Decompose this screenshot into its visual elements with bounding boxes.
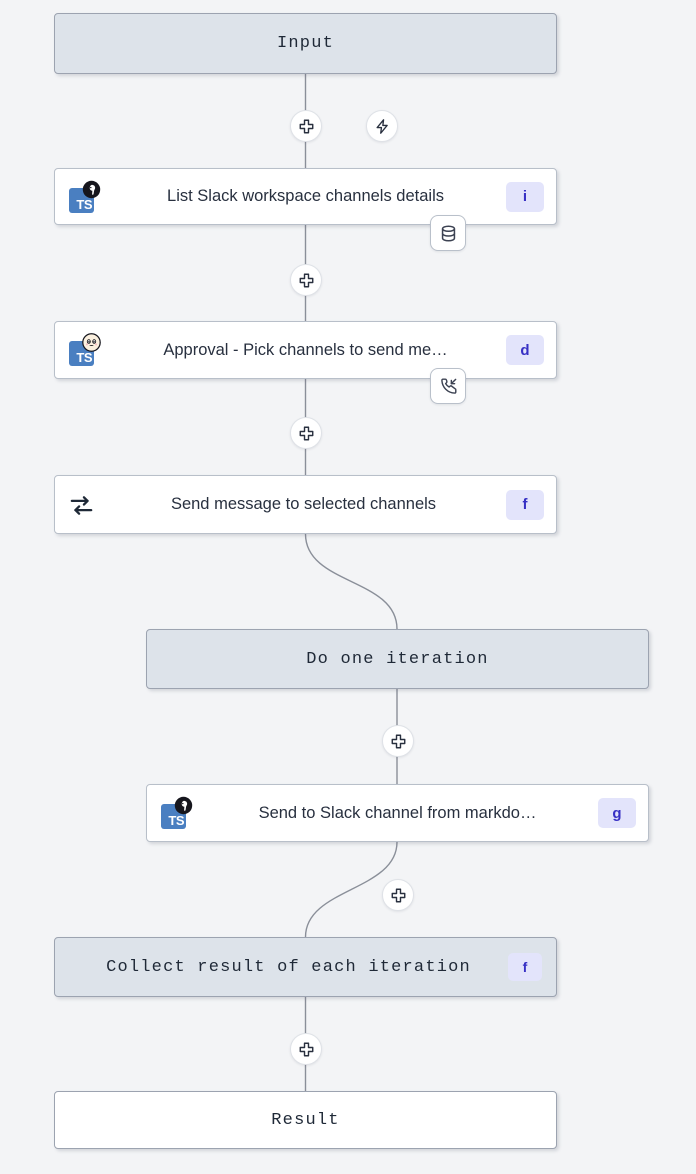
node-send-to-slack-markdown-id[interactable]: g — [598, 798, 637, 828]
plus-icon — [391, 888, 405, 902]
zap-icon — [376, 118, 388, 134]
node-list-slack-channels-label: List Slack workspace channels details — [167, 187, 444, 205]
node-collect-result[interactable]: Collect result of each iteration f — [54, 937, 557, 997]
deno-icon — [174, 796, 193, 815]
node-approval[interactable]: TS Approval - Pick channels to send me… … — [54, 321, 557, 379]
add-step-after-send-markdown-button[interactable] — [382, 879, 414, 911]
node-list-slack-channels-id[interactable]: i — [506, 181, 545, 212]
bun-icon — [82, 333, 101, 352]
approval-badge[interactable] — [430, 368, 466, 404]
typescript-icon: TS — [69, 187, 94, 213]
add-step-after-approval-button[interactable] — [290, 417, 322, 449]
node-input-label: Input — [276, 34, 334, 53]
plus-icon — [299, 119, 313, 133]
plus-icon — [299, 426, 313, 440]
loop-icon — [70, 495, 93, 515]
node-collect-result-id[interactable]: f — [508, 953, 543, 981]
node-result-label: Result — [271, 1110, 340, 1130]
node-forloop-id[interactable]: f — [506, 489, 544, 520]
deno-icon — [82, 180, 101, 199]
phone-incoming-icon — [440, 378, 456, 394]
node-forloop-label: Send message to selected channels — [170, 495, 437, 513]
node-approval-id[interactable]: d — [506, 335, 544, 365]
add-step-after-list-button[interactable] — [290, 264, 322, 296]
node-do-one-iteration-label: Do one iteration — [306, 649, 489, 669]
node-send-to-slack-markdown[interactable]: TS Send to Slack channel from markdo… g — [146, 784, 649, 842]
plus-icon — [299, 1042, 313, 1056]
node-input[interactable]: Input — [54, 13, 557, 74]
node-do-one-iteration[interactable]: Do one iteration — [146, 629, 649, 689]
add-step-after-collect-button[interactable] — [290, 1033, 322, 1065]
database-icon — [441, 224, 455, 242]
plus-icon — [391, 734, 405, 748]
loop-icon-wrap — [67, 490, 97, 520]
plus-icon — [299, 273, 313, 287]
node-collect-result-label: Collect result of each iteration — [106, 957, 471, 977]
ts-deno-icon: TS — [159, 796, 193, 830]
ts-deno-icon: TS — [67, 180, 101, 214]
node-approval-label: Approval - Pick channels to send me… — [163, 340, 448, 359]
database-badge[interactable] — [430, 215, 466, 251]
add-step-after-iteration-button[interactable] — [382, 725, 414, 757]
add-step-after-input-button[interactable] — [290, 110, 322, 142]
ts-bun-icon: TS — [67, 333, 101, 367]
add-trigger-after-input-button[interactable] — [366, 110, 398, 142]
node-result[interactable]: Result — [54, 1091, 557, 1149]
node-forloop[interactable]: Send message to selected channels f — [54, 475, 557, 534]
node-send-to-slack-markdown-label: Send to Slack channel from markdo… — [258, 803, 537, 822]
edge-loop-to-iteration — [304, 533, 398, 630]
node-list-slack-channels[interactable]: TS List Slack workspace channels details… — [54, 168, 557, 225]
